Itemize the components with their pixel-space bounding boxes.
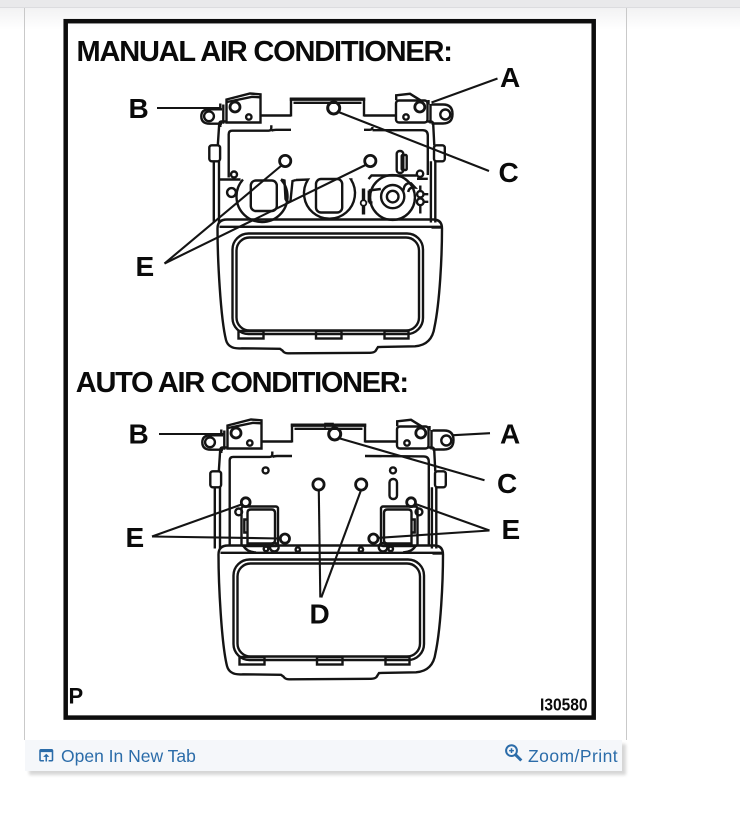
svg-text:I30580: I30580 xyxy=(540,695,588,715)
svg-text:A: A xyxy=(500,419,520,450)
svg-text:C: C xyxy=(499,157,519,188)
svg-text:E: E xyxy=(136,251,155,282)
svg-text:B: B xyxy=(129,93,149,124)
svg-text:AUTO AIR CONDITIONER:: AUTO AIR CONDITIONER: xyxy=(76,367,408,399)
svg-text:MANUAL AIR CONDITIONER:: MANUAL AIR CONDITIONER: xyxy=(77,36,452,68)
svg-text:P: P xyxy=(69,684,84,709)
svg-text:A: A xyxy=(500,62,520,93)
svg-text:D: D xyxy=(310,599,330,630)
svg-text:E: E xyxy=(126,522,145,553)
svg-text:B: B xyxy=(129,419,149,450)
svg-text:C: C xyxy=(497,468,517,499)
svg-text:E: E xyxy=(502,514,521,545)
